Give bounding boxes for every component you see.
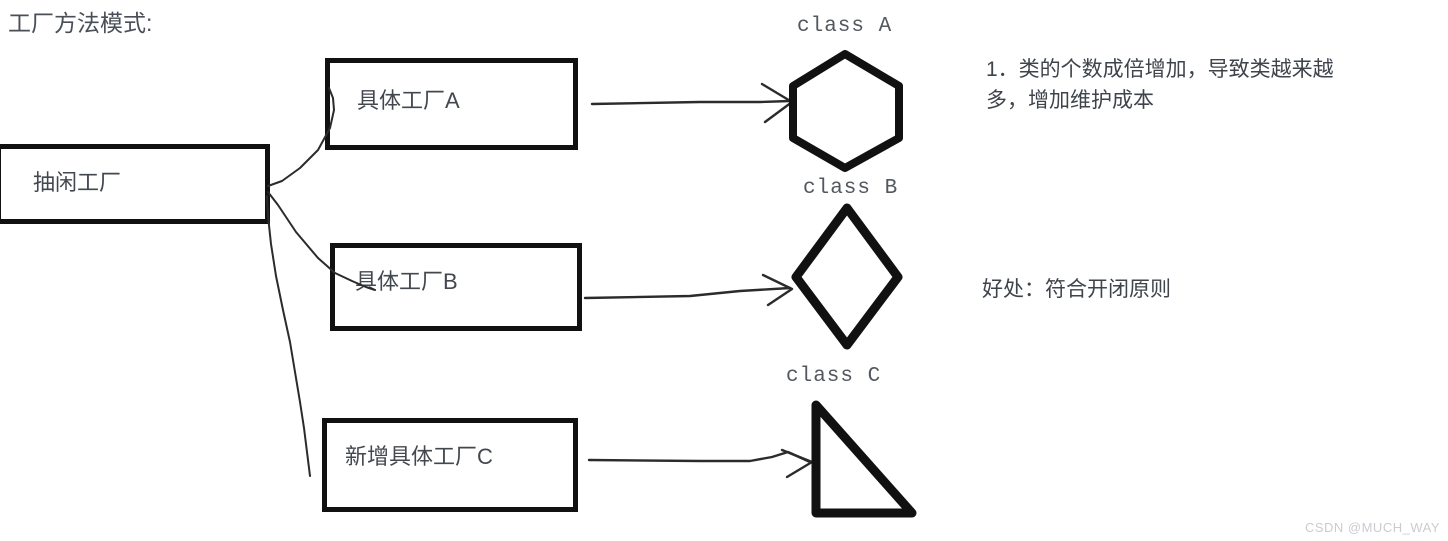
hexagon-shape: [789, 50, 903, 172]
class-b-label: class B: [803, 177, 899, 200]
class-a-label: class A: [797, 15, 893, 38]
abstract-factory-label: 抽闲工厂: [33, 170, 122, 195]
connector-to-factory-c: [266, 195, 311, 477]
note-benefit: 好处：符合开闭原则: [982, 278, 1171, 301]
class-c-label: class C: [786, 365, 882, 388]
watermark: CSDN @MUCH_WAY: [1304, 520, 1440, 535]
concrete-factory-c-label: 新增具体工厂C: [345, 444, 493, 469]
concrete-factory-a-label: 具体工厂A: [357, 88, 460, 113]
page-title: 工厂方法模式:: [8, 10, 153, 36]
arrow-factory-c-to-class-c: [587, 448, 814, 479]
concrete-factory-b-label: 具体工厂B: [355, 269, 458, 294]
arrow-factory-a-to-class-a: [590, 82, 794, 124]
concrete-factory-c-box[interactable]: [322, 418, 578, 512]
arrow-factory-b-to-class-b: [583, 273, 794, 307]
abstract-factory-box[interactable]: [0, 144, 270, 224]
diamond-shape: [791, 203, 903, 350]
note-drawback: 1．类的个数成倍增加，导致类越来越 多，增加维护成本: [986, 58, 1334, 112]
triangle-shape: [811, 400, 917, 518]
